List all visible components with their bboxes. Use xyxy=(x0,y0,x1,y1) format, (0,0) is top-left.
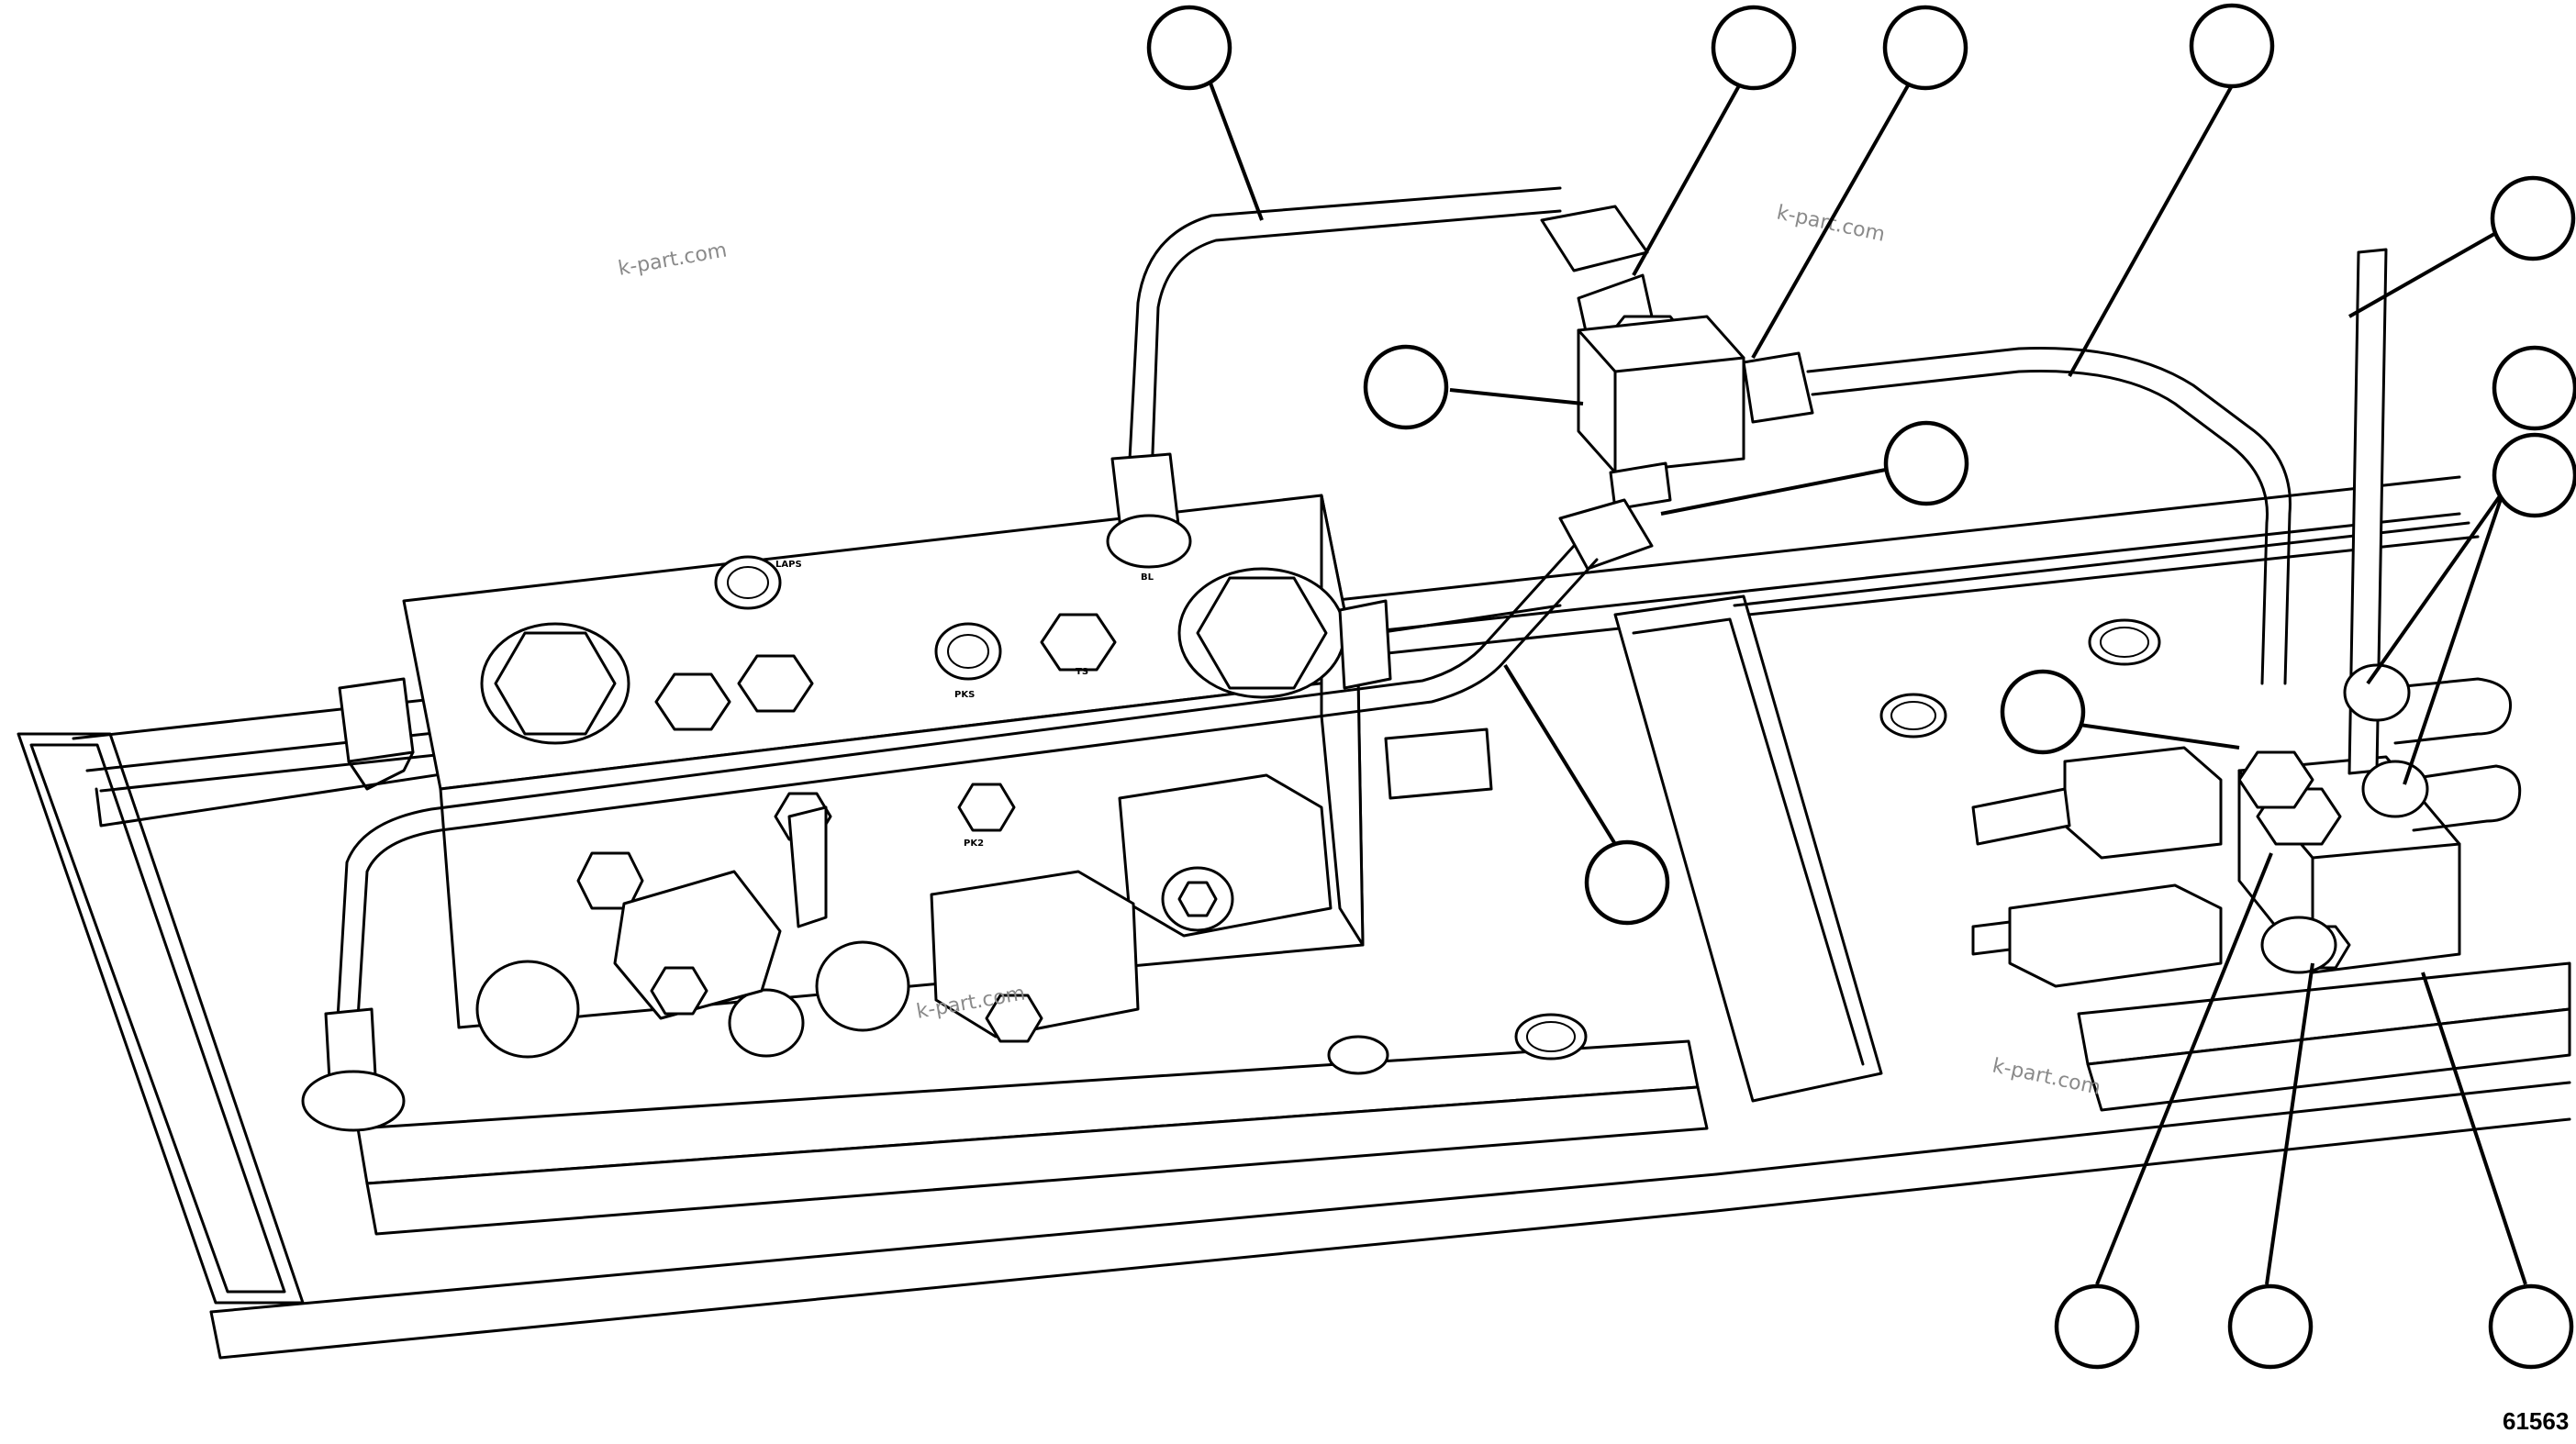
watermark: k-part.com xyxy=(1991,1054,2102,1099)
valve-manifold-block: LAPS BL PKS TS PK2 xyxy=(402,494,1493,1059)
watermark: k-part.com xyxy=(617,239,729,280)
port-label-bl: BL xyxy=(1141,572,1154,583)
callout-circle xyxy=(1584,839,1670,926)
callout-circle xyxy=(2492,432,2576,518)
callout-circle xyxy=(2490,175,2576,261)
port-label-pk2: PK2 xyxy=(964,839,984,849)
port-label-laps: LAPS xyxy=(775,560,802,570)
hydraulic-tubes xyxy=(301,186,2292,1132)
callout-circle xyxy=(2189,3,2275,89)
callout-circle xyxy=(1882,5,1968,91)
callout-circle xyxy=(1363,344,1449,430)
callout-circle xyxy=(2227,1283,2314,1370)
callout-circle xyxy=(2000,669,2086,755)
callout-circle xyxy=(2054,1283,2140,1370)
callout-circles xyxy=(1146,3,2576,1370)
callout-circle xyxy=(2492,345,2576,431)
port-label-ts: TS xyxy=(1076,667,1088,677)
callout-circle xyxy=(1883,420,1969,506)
callout-circle xyxy=(2488,1283,2574,1370)
right-valve-block xyxy=(1327,248,2522,1075)
callout-circle xyxy=(1146,5,1232,91)
callout-circle xyxy=(1711,5,1797,91)
callout-leaders xyxy=(1208,80,2527,1285)
figure-number: 61563 xyxy=(2503,1407,2569,1435)
port-label-pks: PKS xyxy=(954,690,975,700)
